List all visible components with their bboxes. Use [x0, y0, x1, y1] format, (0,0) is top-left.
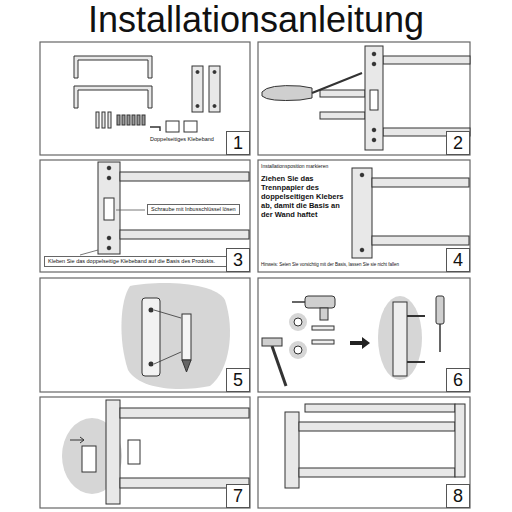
- step-heading: Installationsposition markieren: [261, 163, 349, 169]
- panel-frames: [40, 42, 470, 508]
- towel-rack-illustration: [285, 404, 465, 488]
- parts-illustration: [74, 56, 220, 132]
- step-number: 3: [226, 248, 250, 272]
- callout-number: 2: [453, 134, 463, 152]
- screwdriver-illustration: [262, 46, 470, 150]
- drilling-illustration: [262, 296, 444, 386]
- step-number: 6: [446, 368, 470, 392]
- marking-illustration: [121, 283, 230, 389]
- step-number: 4: [446, 248, 470, 272]
- leader-line: [116, 210, 145, 211]
- callout-number: 4: [453, 251, 463, 269]
- note-text: Hinweis: Seien Sie vorsichtig mit der Ba…: [261, 262, 441, 267]
- plate-illustration: [80, 162, 249, 255]
- part-label: Doppelseitiges Klebeband: [150, 136, 220, 143]
- note-text: Kleben Sie das doppelseitige Klebeband a…: [48, 258, 226, 265]
- leader-line: [80, 250, 98, 255]
- mount-illustration: [352, 168, 469, 258]
- callout-number: 5: [233, 371, 243, 389]
- step-number: 5: [226, 368, 250, 392]
- step-number: 8: [446, 484, 470, 508]
- attach-illustration: [62, 400, 249, 504]
- note-text: Schraube mit Inbusschlüssel lösen: [151, 206, 236, 213]
- callout-number: 7: [233, 487, 243, 505]
- callout-number: 8: [453, 487, 463, 505]
- step-number: 7: [226, 484, 250, 508]
- callout-number: 1: [233, 134, 243, 152]
- callout-number: 6: [453, 371, 463, 389]
- page-title: Installationsanleitung: [0, 0, 512, 40]
- step-number: 2: [446, 131, 470, 155]
- instruction-text: Ziehen Sie das Trennpapier des doppelsei…: [261, 174, 349, 219]
- callout-number: 3: [233, 251, 243, 269]
- callout-box: Schraube mit Inbusschlüssel lösen: [147, 204, 240, 215]
- callout-box: Kleben Sie das doppelseitige Klebeband a…: [44, 256, 230, 267]
- step-number: 1: [226, 131, 250, 155]
